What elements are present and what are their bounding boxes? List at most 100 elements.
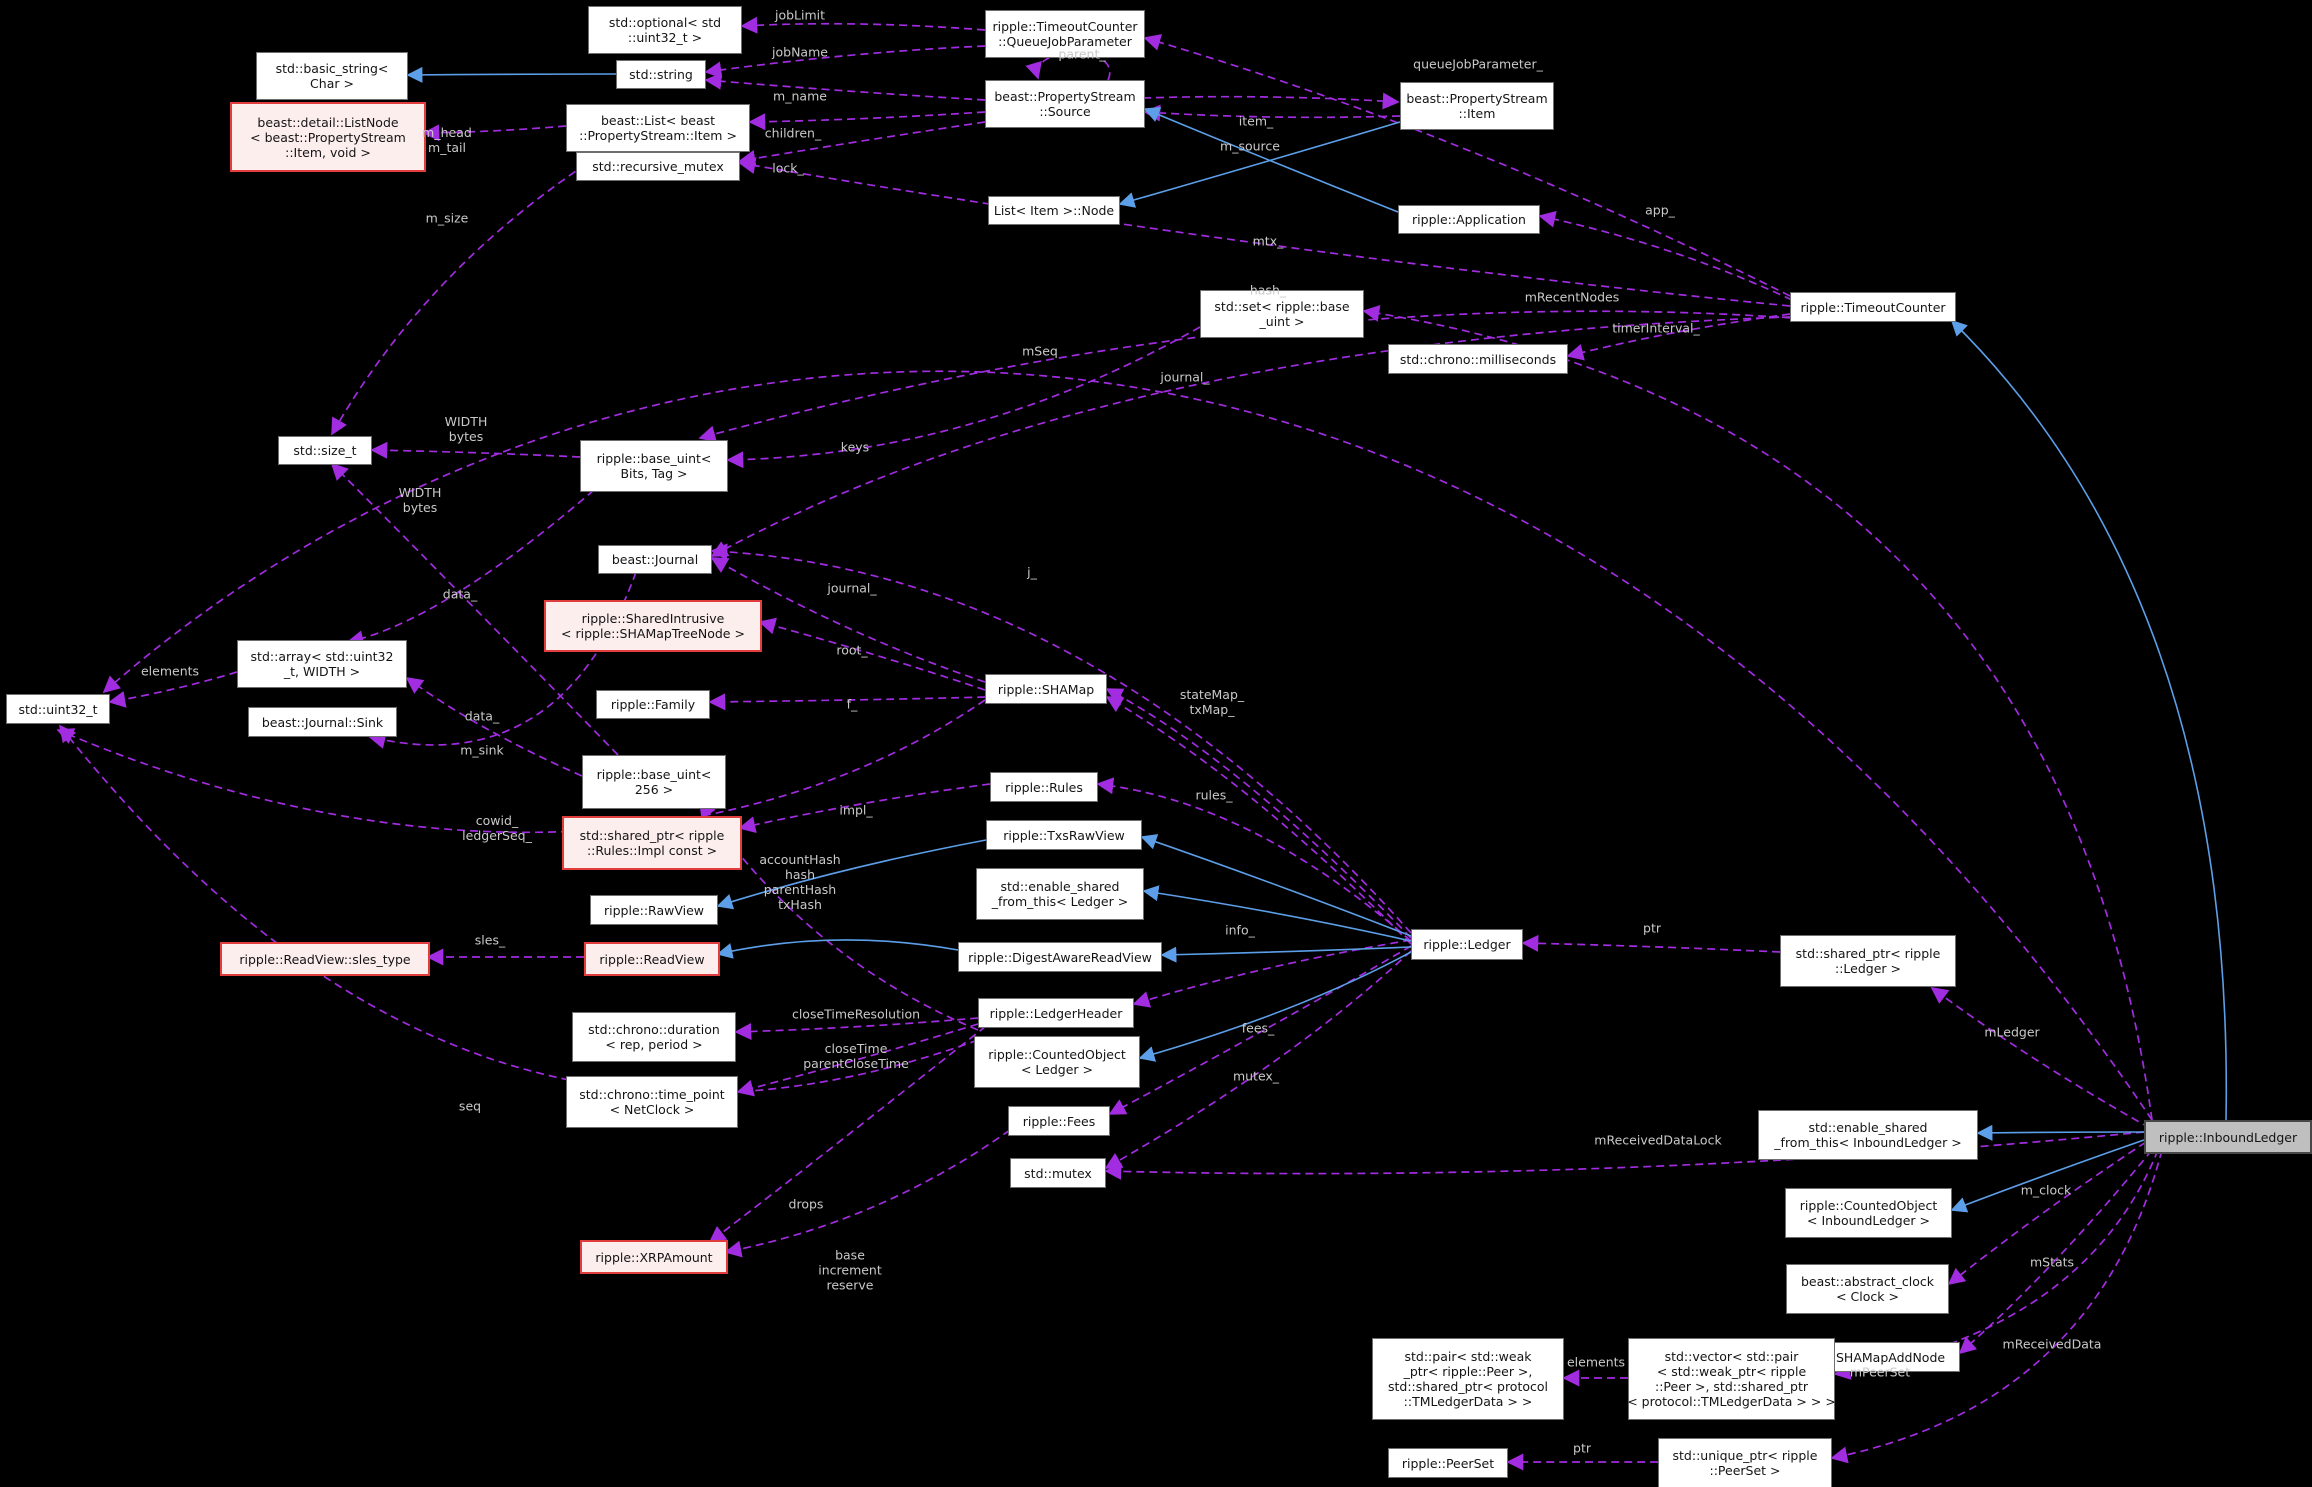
node-base-uint-256-line: 256 > [634, 782, 674, 797]
node-array-uint32[interactable]: std::array< std::uint32_t, WIDTH > [237, 640, 407, 688]
edge-label: sles_ [475, 933, 505, 948]
node-std-mutex[interactable]: std::mutex [1010, 1158, 1106, 1188]
member-edge-jobName [704, 45, 986, 79]
node-vector-pair-line: < protocol::TMLedgerData > > > [1627, 1394, 1836, 1409]
node-ledger[interactable]: ripple::Ledger [1411, 929, 1523, 960]
member-edge-children_ [748, 111, 986, 131]
edge-label: parent_ [1058, 47, 1105, 62]
node-string[interactable]: std::string [616, 60, 706, 89]
node-recursive-mutex[interactable]: std::recursive_mutex [576, 152, 740, 181]
node-pair-weak-ptr-line: ::TMLedgerData > > [1403, 1394, 1533, 1409]
node-basic-string[interactable]: std::basic_string<Char > [256, 52, 408, 100]
node-queue-job-parameter[interactable]: ripple::TimeoutCounter::QueueJobParamete… [985, 10, 1145, 58]
node-application[interactable]: ripple::Application [1398, 205, 1540, 234]
node-raw-view[interactable]: ripple::RawView [590, 895, 718, 925]
node-family[interactable]: ripple::Family [596, 690, 710, 719]
node-counted-object-inbound-line: < InboundLedger > [1807, 1213, 1930, 1228]
node-esft-inbound-ledger[interactable]: std::enable_shared_from_this< InboundLed… [1758, 1110, 1978, 1160]
node-esft-ledger[interactable]: std::enable_shared_from_this< Ledger > [976, 868, 1144, 920]
member-edge-closeTimeResolution [734, 1017, 979, 1041]
node-uint32-t[interactable]: std::uint32_t [6, 694, 110, 724]
node-list-node[interactable]: beast::detail::ListNode< beast::Property… [230, 102, 426, 172]
edge-label: elements [1567, 1355, 1625, 1370]
node-esft-inbound-ledger-line: _from_this< InboundLedger > [1774, 1135, 1962, 1150]
node-beast-list[interactable]: beast::List< beast::PropertyStream::Item… [566, 104, 750, 152]
member-edge-mPeerSet [1830, 1149, 2163, 1464]
node-txs-raw-view[interactable]: ripple::TxsRawView [986, 820, 1142, 850]
node-digest-aware-read-view[interactable]: ripple::DigestAwareReadView [958, 942, 1162, 972]
edge-label: stateMap_txMap_ [1180, 687, 1244, 717]
node-shared-intrusive-line: ripple::SharedIntrusive [581, 611, 725, 626]
member-edge-stateMap_-txMap_ [1105, 688, 1412, 939]
node-property-stream-source-line: ::Source [1039, 104, 1091, 119]
edge-label-line: elements [1566, 1354, 1626, 1370]
node-property-stream-item[interactable]: beast::PropertyStream::Item [1400, 82, 1554, 130]
member-edge-seq [58, 724, 979, 1094]
node-peer-set[interactable]: ripple::PeerSet [1388, 1448, 1508, 1478]
member-edge-WIDTH-bytes [370, 441, 581, 459]
edge-label: lock_ [772, 161, 803, 176]
inheritance-edge [1138, 951, 1412, 1062]
edge-label-line: j_ [1027, 564, 1037, 580]
node-pair-weak-ptr[interactable]: std::pair< std::weak_ptr< ripple::Peer >… [1372, 1338, 1564, 1420]
node-vector-pair[interactable]: std::vector< std::pair< std::weak_ptr< r… [1627, 1338, 1836, 1420]
node-set-base-uint[interactable]: std::set< ripple::base_uint > [1200, 290, 1364, 338]
node-sles-type[interactable]: ripple::ReadView::sles_type [220, 942, 430, 976]
node-xrp-amount[interactable]: ripple::XRPAmount [580, 1240, 728, 1274]
node-timeout-counter[interactable]: ripple::TimeoutCounter [1790, 292, 1956, 322]
node-chrono-milliseconds[interactable]: std::chrono::milliseconds [1388, 344, 1568, 374]
node-size-t[interactable]: std::size_t [278, 436, 372, 465]
node-beast-list-line: beast::List< beast [600, 113, 716, 128]
node-property-stream-source[interactable]: beast::PropertyStream::Source [985, 80, 1145, 128]
node-shared-ptr-ledger[interactable]: std::shared_ptr< ripple::Ledger > [1780, 935, 1956, 987]
node-read-view[interactable]: ripple::ReadView [584, 942, 720, 976]
edge-label: f_ [847, 697, 858, 712]
member-edge-journal_ [710, 557, 986, 683]
node-basic-string-line: Char > [310, 76, 354, 91]
edge-label: journal_ [827, 581, 876, 596]
edge-label: seq [459, 1099, 481, 1114]
node-fees[interactable]: ripple::Fees [1008, 1106, 1110, 1136]
edge-label-line: m_head [422, 125, 472, 140]
node-counted-object-ledger[interactable]: ripple::CountedObject< Ledger > [974, 1036, 1140, 1088]
node-chrono-time-point[interactable]: std::chrono::time_point< NetClock > [566, 1076, 738, 1128]
node-abstract-clock[interactable]: beast::abstract_clock< Clock > [1786, 1264, 1949, 1314]
node-ledger-header[interactable]: ripple::LedgerHeader [978, 998, 1134, 1028]
node-rules[interactable]: ripple::Rules [990, 772, 1098, 802]
member-edge-m_sink [368, 571, 637, 749]
node-shared-intrusive[interactable]: ripple::SharedIntrusive< ripple::SHAMapT… [544, 600, 762, 652]
inheritance-edge [1142, 885, 1412, 942]
edge-label-line: ptr [1643, 920, 1661, 936]
node-list-item-node-line: List< Item >::Node [993, 203, 1115, 218]
node-application-line: ripple::Application [1412, 212, 1526, 227]
edge-label-line: impl_ [839, 802, 873, 818]
node-counted-object-ledger-line: < Ledger > [1020, 1062, 1094, 1077]
edge-label: item_ [1239, 114, 1274, 129]
node-unique-ptr-peer-set[interactable]: std::unique_ptr< ripple::PeerSet > [1658, 1438, 1832, 1487]
edge-label: cowid_ledgerSeq_ [462, 813, 532, 843]
member-edge-ptr [1521, 934, 1781, 953]
edge-label-line: m_size [425, 210, 469, 226]
node-property-stream-source-line: beast::PropertyStream [994, 89, 1136, 104]
node-chrono-milliseconds-line: std::chrono::milliseconds [1399, 351, 1557, 367]
node-shared-ptr-rules-impl[interactable]: std::shared_ptr< ripple::Rules::Impl con… [562, 816, 742, 870]
node-inbound-ledger[interactable]: ripple::InboundLedger [2144, 1120, 2312, 1154]
node-base-uint-256[interactable]: ripple::base_uint<256 > [582, 755, 726, 809]
node-optional-uint32[interactable]: std::optional< std::uint32_t > [588, 6, 742, 54]
member-edge-queueJobParameter_ [1143, 34, 1791, 297]
edge-label-line: m_sink [460, 742, 504, 758]
member-edge-root_ [758, 617, 986, 691]
node-shamap[interactable]: ripple::SHAMap [985, 674, 1107, 704]
node-beast-journal[interactable]: beast::Journal [598, 545, 712, 574]
node-list-item-node[interactable]: List< Item >::Node [988, 196, 1120, 225]
node-journal-sink[interactable]: beast::Journal::Sink [248, 707, 397, 737]
node-chrono-duration[interactable]: std::chrono::duration< rep, period > [572, 1012, 736, 1062]
edge-label-line: item_ [1238, 113, 1274, 129]
edge-label: mutex_ [1233, 1069, 1279, 1084]
node-base-uint-bits-tag[interactable]: ripple::base_uint<Bits, Tag > [580, 440, 728, 492]
node-beast-list-line: ::PropertyStream::Item > [579, 128, 737, 143]
edge-label: jobName [772, 45, 828, 60]
node-counted-object-inbound[interactable]: ripple::CountedObject< InboundLedger > [1785, 1188, 1952, 1238]
